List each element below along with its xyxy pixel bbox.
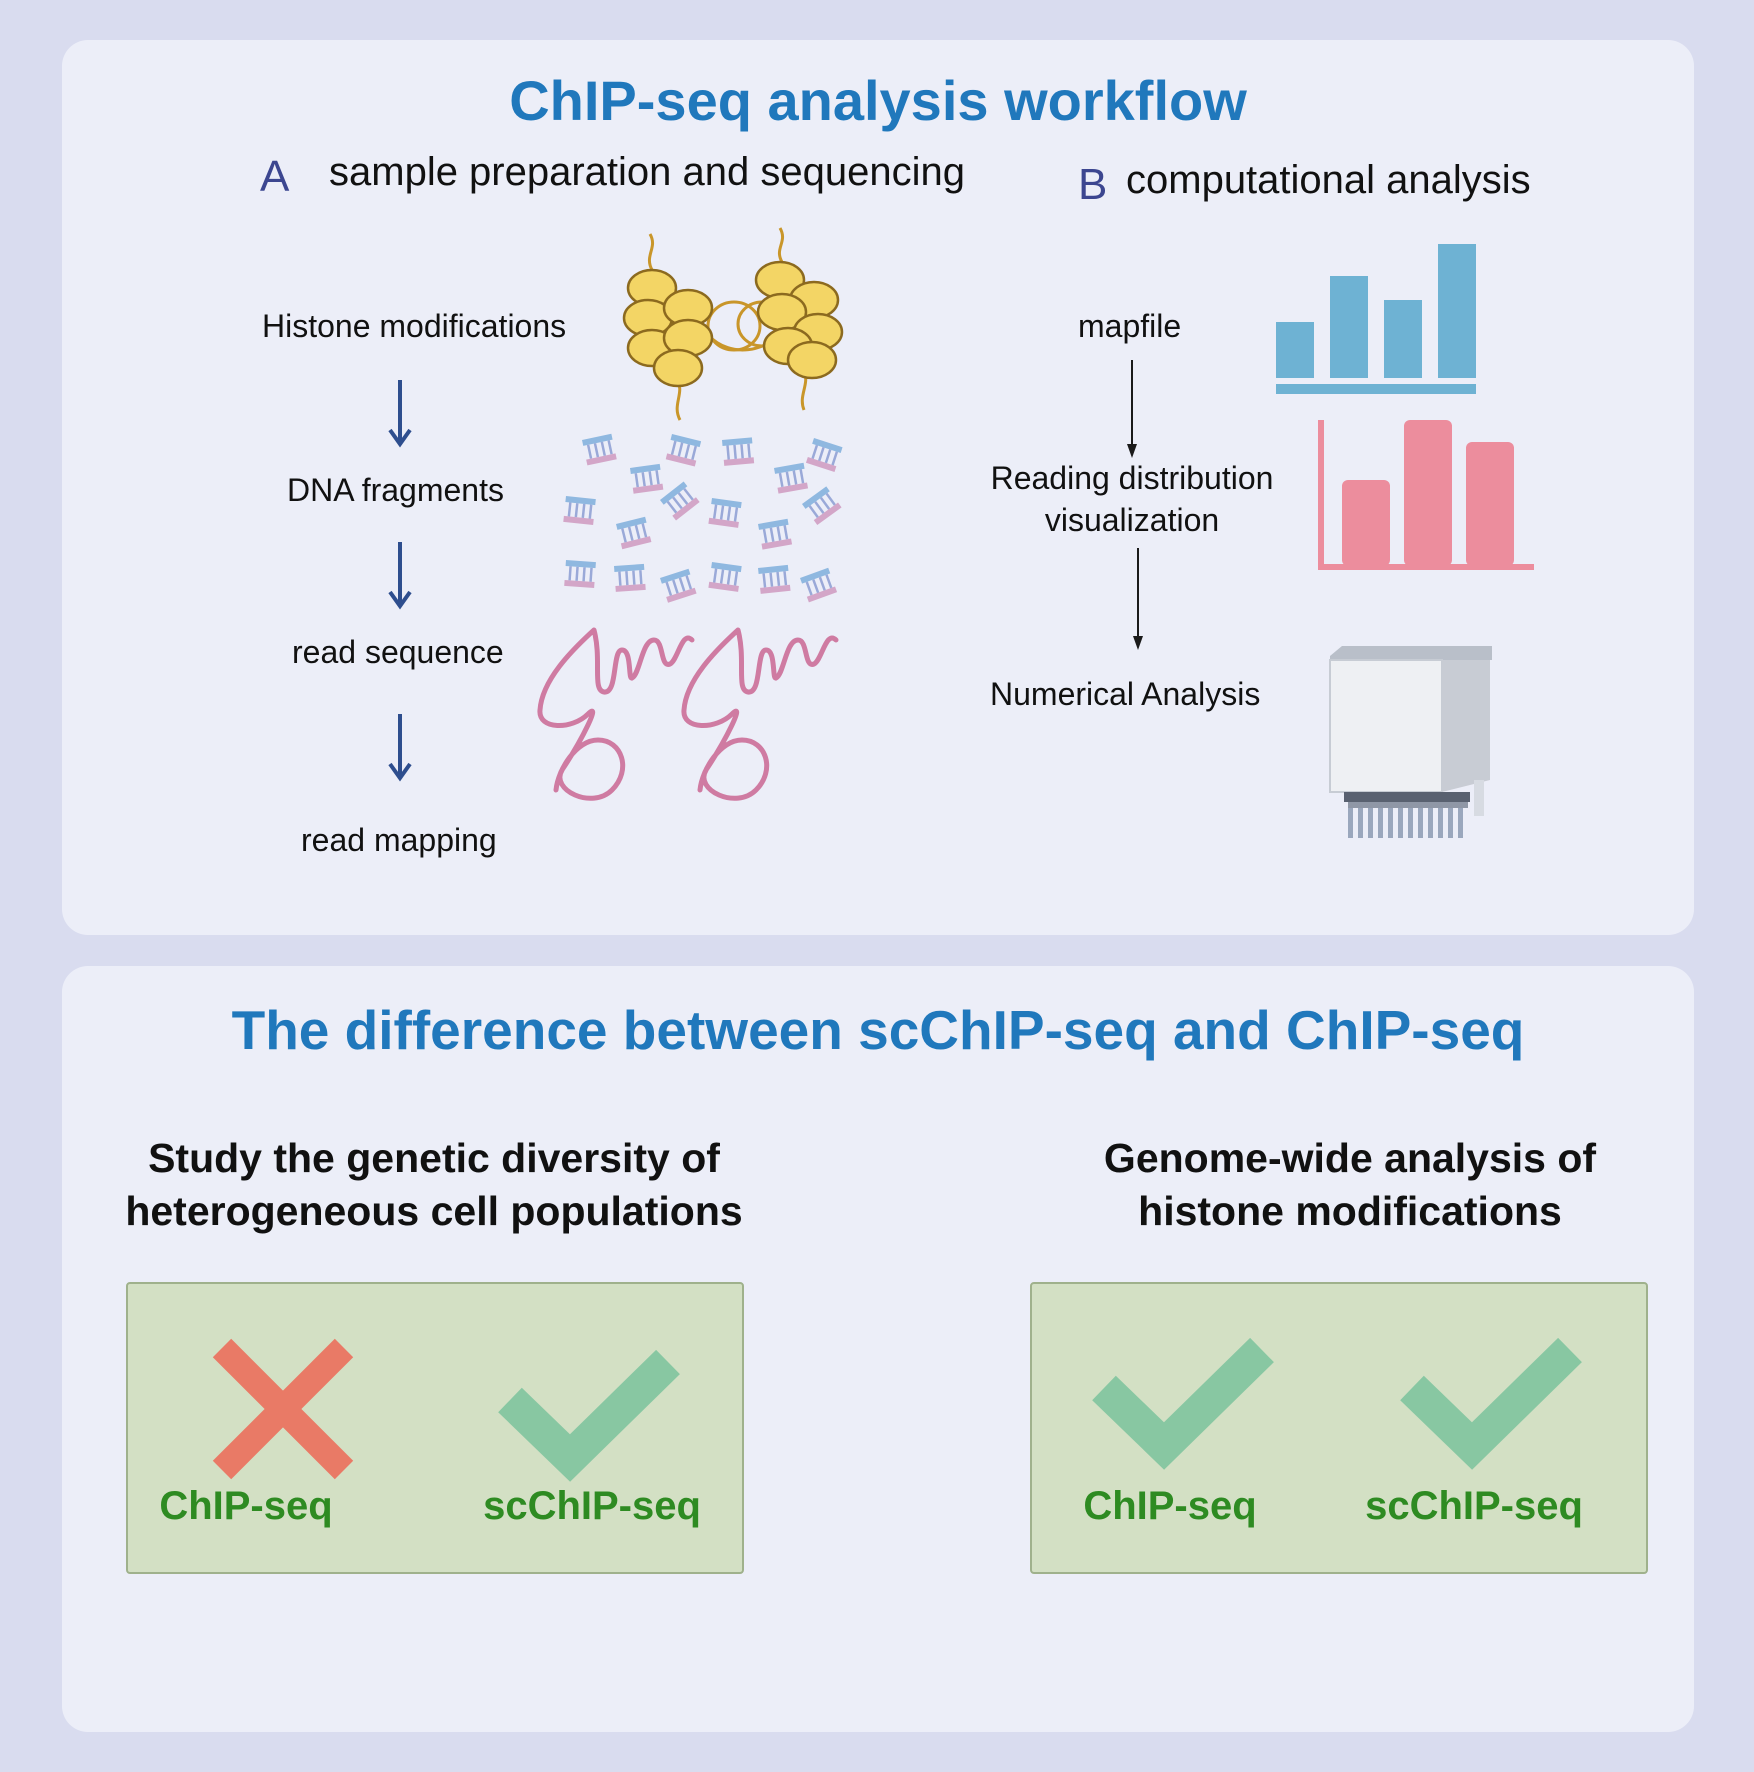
check-icon	[498, 1349, 680, 1482]
cross-icon	[212, 1338, 354, 1480]
section-a-letter: A	[260, 152, 290, 201]
criterion-line: Genome-wide analysis of	[1103, 1135, 1597, 1181]
criterion-line: histone modifications	[1138, 1188, 1562, 1234]
difference-title: The difference between scChIP-seq and Ch…	[231, 999, 1525, 1061]
down-arrow-icon	[1127, 360, 1137, 458]
down-arrow-icon	[1133, 548, 1143, 650]
check-icon	[1400, 1337, 1582, 1470]
step-read-mapping: read mapping	[301, 822, 497, 858]
step-read-sequence: read sequence	[292, 634, 504, 670]
step-histone-modifications: Histone modifications	[262, 308, 567, 344]
down-arrow-icon	[388, 714, 412, 782]
method-label-chip-seq: ChIP-seq	[1083, 1484, 1257, 1528]
criterion-genome-wide: Genome-wide analysis of histone modifica…	[1104, 1132, 1596, 1238]
criterion-genetic-diversity: Study the genetic diversity of heterogen…	[125, 1132, 742, 1238]
method-label-chip-seq: ChIP-seq	[159, 1484, 333, 1528]
difference-panel: The difference between scChIP-seq and Ch…	[62, 966, 1694, 1732]
criterion-line: heterogeneous cell populations	[125, 1188, 743, 1234]
dna-fragment-icon	[562, 432, 844, 604]
bar-chart-icon	[1318, 420, 1534, 570]
down-arrow-icon	[388, 380, 412, 448]
workflow-title: ChIP-seq analysis workflow	[509, 69, 1247, 132]
workflow-panel: ChIP-seq analysis workflow A sample prep…	[62, 40, 1694, 935]
bar-chart-icon	[1276, 244, 1476, 394]
comparison-box-genetic-diversity: ChIP-seq scChIP-seq	[126, 1282, 744, 1574]
read-strand-icon	[537, 627, 839, 801]
step-mapfile: mapfile	[1078, 308, 1182, 344]
criterion-line: Study the genetic diversity of	[148, 1135, 720, 1181]
section-b-heading: computational analysis	[1126, 158, 1531, 202]
step-dna-fragments: DNA fragments	[287, 472, 504, 508]
method-label-scchip-seq: scChIP-seq	[1365, 1484, 1583, 1528]
sequencer-icon	[1329, 646, 1492, 838]
method-label-scchip-seq: scChIP-seq	[483, 1484, 701, 1528]
down-arrow-icon	[388, 542, 412, 610]
section-b-letter: B	[1078, 160, 1108, 209]
nucleosome-icon	[622, 227, 844, 421]
step-visualization: visualization	[1044, 502, 1220, 538]
check-icon	[1092, 1337, 1274, 1470]
step-numerical-analysis: Numerical Analysis	[990, 676, 1261, 712]
section-a-heading: sample preparation and sequencing	[329, 150, 965, 194]
step-reading-distribution: Reading distribution	[990, 460, 1274, 496]
comparison-box-genome-wide: ChIP-seq scChIP-seq	[1030, 1282, 1648, 1574]
